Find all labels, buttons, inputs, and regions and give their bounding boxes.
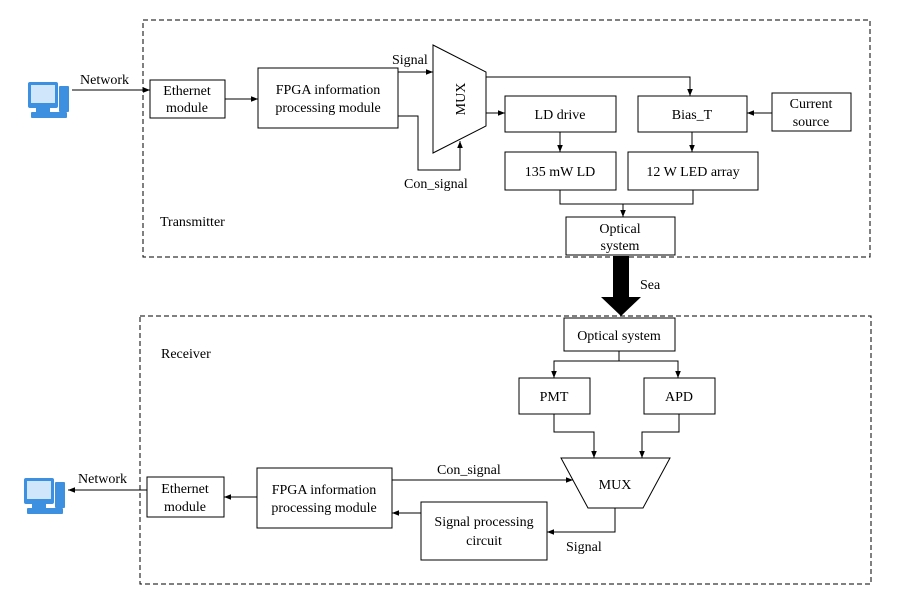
rx-optics-split-apd: [619, 360, 681, 378]
rx-ethernet-label-1: Ethernet: [161, 482, 209, 497]
tx-fpga-label-1: FPGA information: [276, 83, 381, 98]
tx-mux-label: MUX: [454, 83, 469, 116]
rx-con-signal-label: Con_signal: [437, 463, 501, 478]
computer-icon: [24, 478, 65, 514]
rx-network-label: Network: [78, 472, 127, 487]
tx-optical-system-label-1: Optical: [599, 222, 640, 237]
rx-pmt-to-mux: [553, 414, 597, 458]
tx-con-signal-wire: [398, 115, 463, 171]
tx-network-label: Network: [80, 73, 129, 88]
tx-mux: [432, 44, 487, 154]
transmitter-boundary: [142, 19, 871, 258]
rx-optical-system: [563, 317, 676, 352]
rx-optical-system-label: Optical system: [577, 329, 661, 344]
rx-signal-processing-label-1: Signal processing: [434, 515, 533, 530]
transmitter-label: Transmitter: [160, 215, 225, 230]
rx-mux-label: MUX: [599, 478, 632, 493]
tx-fpga-module: [257, 67, 399, 129]
sea-arrow: [601, 256, 641, 316]
tx-mux-to-bias: [486, 76, 693, 96]
tx-ld-135-label: 135 mW LD: [525, 165, 596, 180]
rx-optics-split: [551, 351, 620, 378]
rx-signal-label: Signal: [566, 540, 602, 555]
tx-optical-system-label-2: system: [601, 239, 640, 254]
rx-ethernet-module: [146, 476, 225, 518]
rx-fpga-module: [256, 467, 393, 529]
rx-apd-label: APD: [665, 390, 693, 405]
rx-pmt: [518, 377, 591, 415]
tx-current-source-label-1: Current: [790, 97, 833, 112]
sea-label: Sea: [640, 278, 661, 293]
rx-ethernet-label-2: module: [164, 500, 206, 515]
tx-con-signal-label: Con_signal: [404, 177, 468, 192]
rx-mux-to-sp: [547, 508, 616, 535]
tx-ld-135: [504, 151, 617, 191]
computer-icon: [28, 82, 69, 118]
rx-fpga-label-2: processing module: [271, 501, 376, 516]
tx-fpga-label-2: processing module: [275, 101, 380, 116]
rx-mux: [560, 457, 671, 509]
receiver-boundary: [139, 315, 872, 585]
tx-ld-drive: [504, 95, 617, 133]
tx-signal-label: Signal: [392, 53, 428, 68]
rx-signal-processing: [420, 501, 548, 561]
tx-ethernet-module: [149, 79, 226, 119]
receiver-label: Receiver: [161, 347, 211, 362]
tx-current-source-label-2: source: [793, 115, 830, 130]
tx-ethernet-label-1: Ethernet: [163, 84, 211, 99]
rx-fpga-label-1: FPGA information: [272, 483, 377, 498]
tx-optical-system: [565, 216, 676, 256]
rx-apd-to-mux: [639, 414, 680, 458]
tx-bias-t-label: Bias_T: [672, 108, 713, 123]
tx-ethernet-label-2: module: [166, 101, 208, 116]
tx-ld-drive-label: LD drive: [535, 108, 586, 123]
rx-signal-processing-label-2: circuit: [466, 534, 502, 549]
tx-current-source: [771, 92, 852, 132]
tx-ld-merge: [559, 190, 694, 205]
rx-pmt-label: PMT: [540, 390, 569, 405]
tx-led-array-label: 12 W LED array: [646, 165, 739, 180]
tx-led-array: [627, 151, 759, 191]
